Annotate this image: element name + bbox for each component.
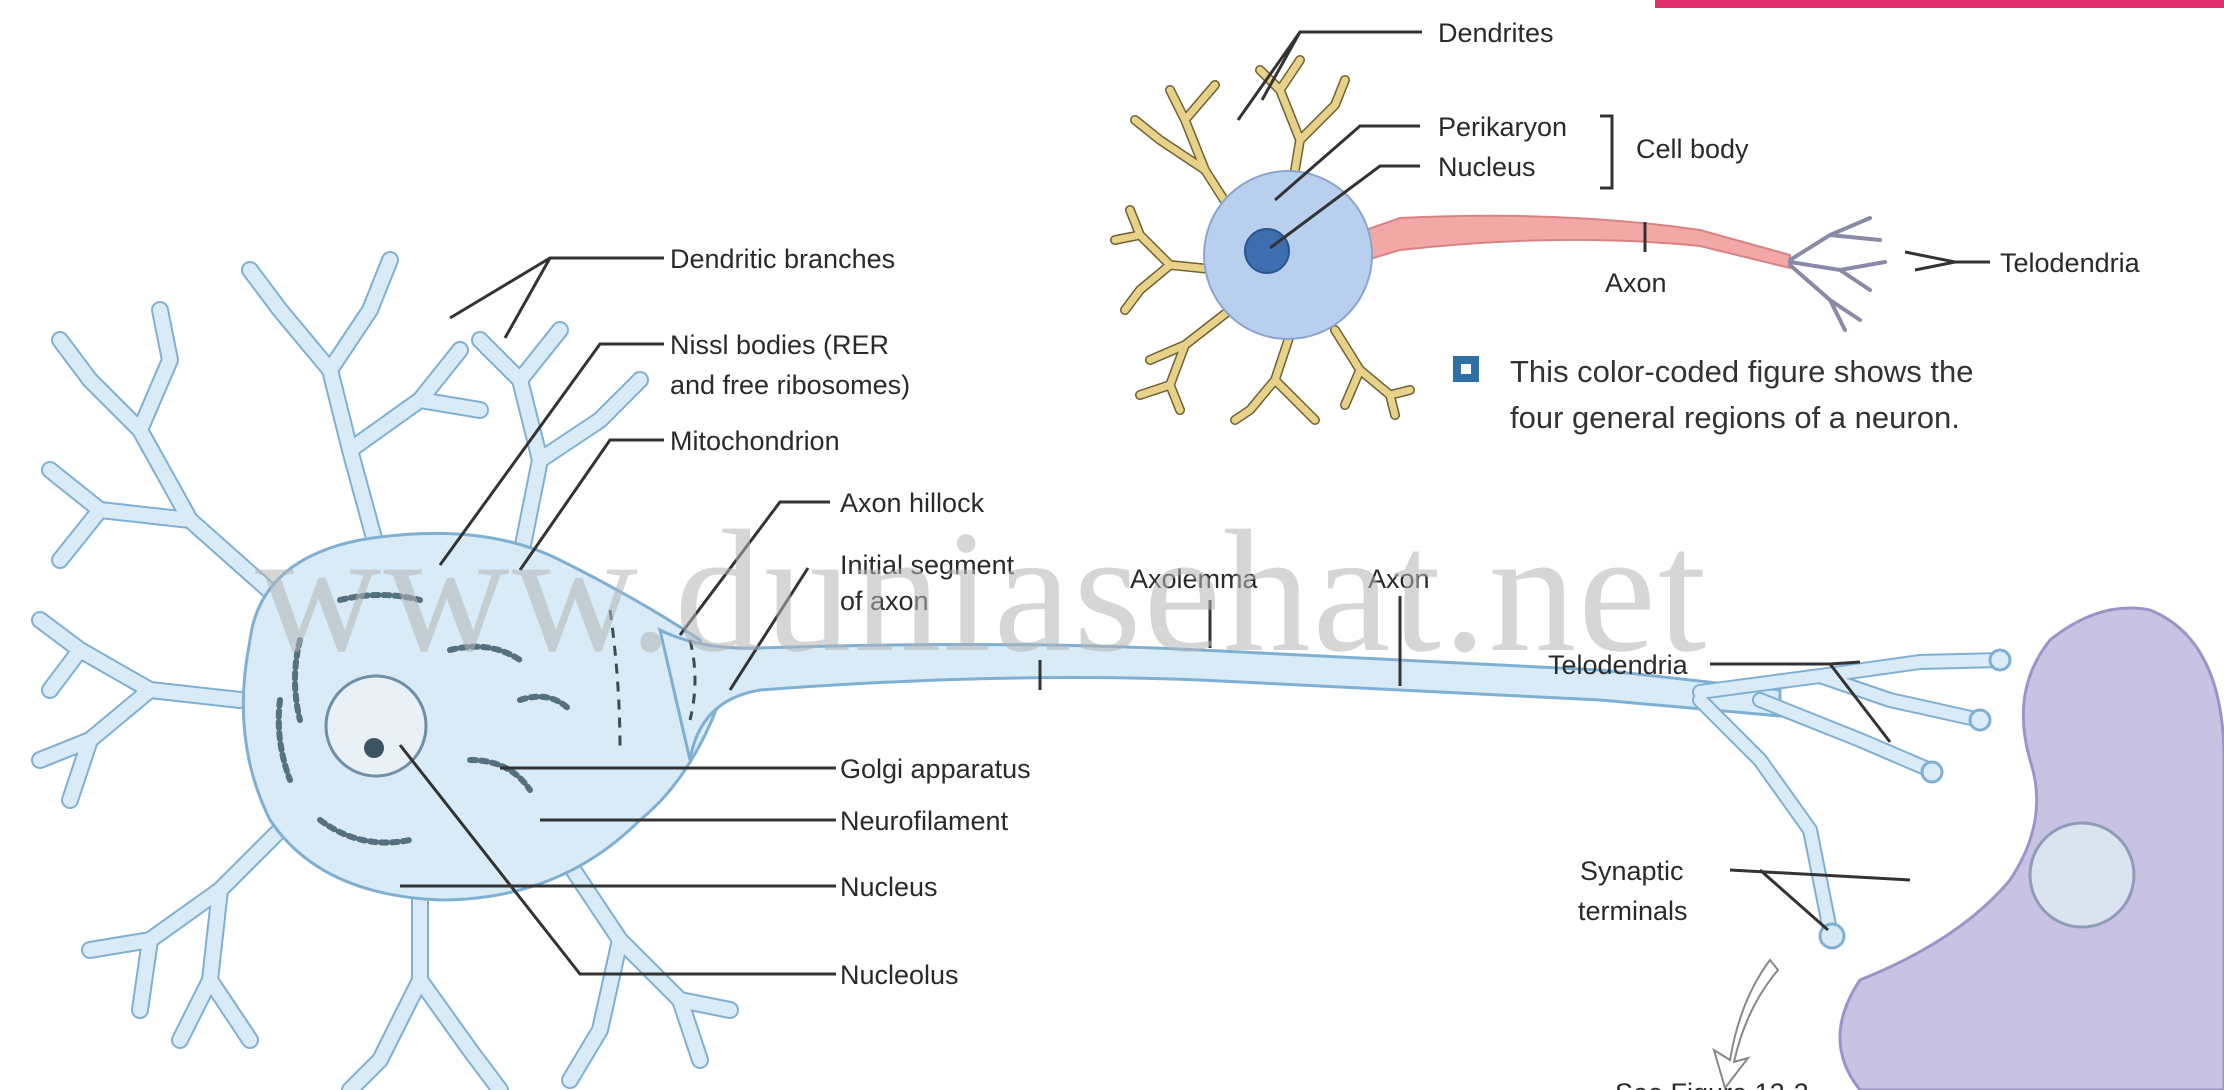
inset-label-perikaryon: Perikaryon [1438,112,1567,142]
target-cell [1840,608,2224,1090]
label-neurofilament: Neurofilament [840,806,1009,836]
legend-marker-inner [1461,364,1471,374]
inset-telodendria [1790,218,1885,330]
inset-label-dendrites: Dendrites [1438,18,1554,48]
accent-bar [1655,0,2224,8]
inset-label-nucleus: Nucleus [1438,152,1536,182]
label-synaptic-line2: terminals [1578,896,1688,926]
inset-label-axon: Axon [1605,268,1667,298]
label-golgi: Golgi apparatus [840,754,1031,784]
inset-nucleus [1245,229,1289,273]
inset-caption-line2: four general regions of a neuron. [1510,400,1960,435]
label-nissl-line2: and free ribosomes) [670,370,910,400]
see-figure-arrow [1714,960,1778,1088]
label-synaptic-line1: Synaptic [1580,856,1684,886]
inset-neuron: Dendrites Perikaryon Nucleus Cell body A… [1115,18,2141,435]
watermark: www.duniasehat.net [255,494,1708,688]
label-nissl-line1: Nissl bodies (RER [670,330,889,360]
label-nucleus: Nucleus [840,872,938,902]
target-nucleus [2030,823,2134,927]
inset-label-cell-body: Cell body [1636,134,1749,164]
label-nucleolus: Nucleolus [840,960,959,990]
inset-axon [1360,216,1790,268]
inset-label-telodendria: Telodendria [2000,248,2141,278]
main-nucleolus [364,738,384,758]
inset-caption-line1: This color-coded figure shows the [1510,354,1974,389]
label-dendritic-branches: Dendritic branches [670,244,895,274]
synaptic-knobs [1820,650,2010,948]
label-mitochondrion: Mitochondrion [670,426,840,456]
label-see-figure: See Figure 12-2 [1615,1078,1809,1090]
